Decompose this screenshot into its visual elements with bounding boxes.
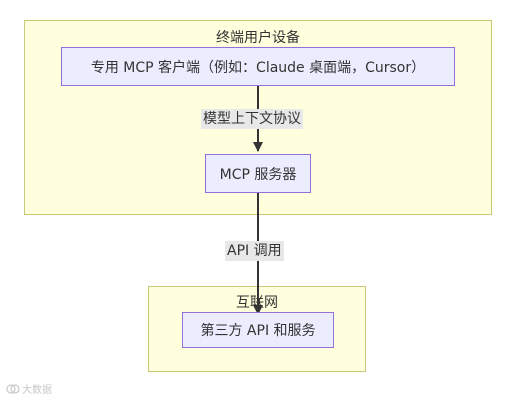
watermark: 大数据 [6,381,52,396]
edge-protocol-label-text: 模型上下文协议 [203,111,301,127]
node-mcp-client-label: 专用 MCP 客户端（例如：Claude 桌面端，Cursor） [90,59,426,76]
edge-protocol-label: 模型上下文协议 [201,109,303,129]
node-third-party-services-label: 第三方 API 和服务 [200,323,316,339]
node-third-party-services[interactable]: 第三方 API 和服务 [182,312,334,348]
edge-api-label-text: API 调用 [227,243,282,259]
edge-api-label: API 调用 [225,241,284,261]
watermark-text: 大数据 [22,385,52,396]
watermark-logo-icon [6,383,20,394]
node-mcp-server-label: MCP 服务器 [219,166,297,183]
cluster-internet-label: 互联网 [236,295,278,311]
node-mcp-server[interactable]: MCP 服务器 [205,154,311,193]
node-mcp-client[interactable]: 专用 MCP 客户端（例如：Claude 桌面端，Cursor） [61,47,455,86]
cluster-end-user-device-label: 终端用户设备 [216,30,300,46]
